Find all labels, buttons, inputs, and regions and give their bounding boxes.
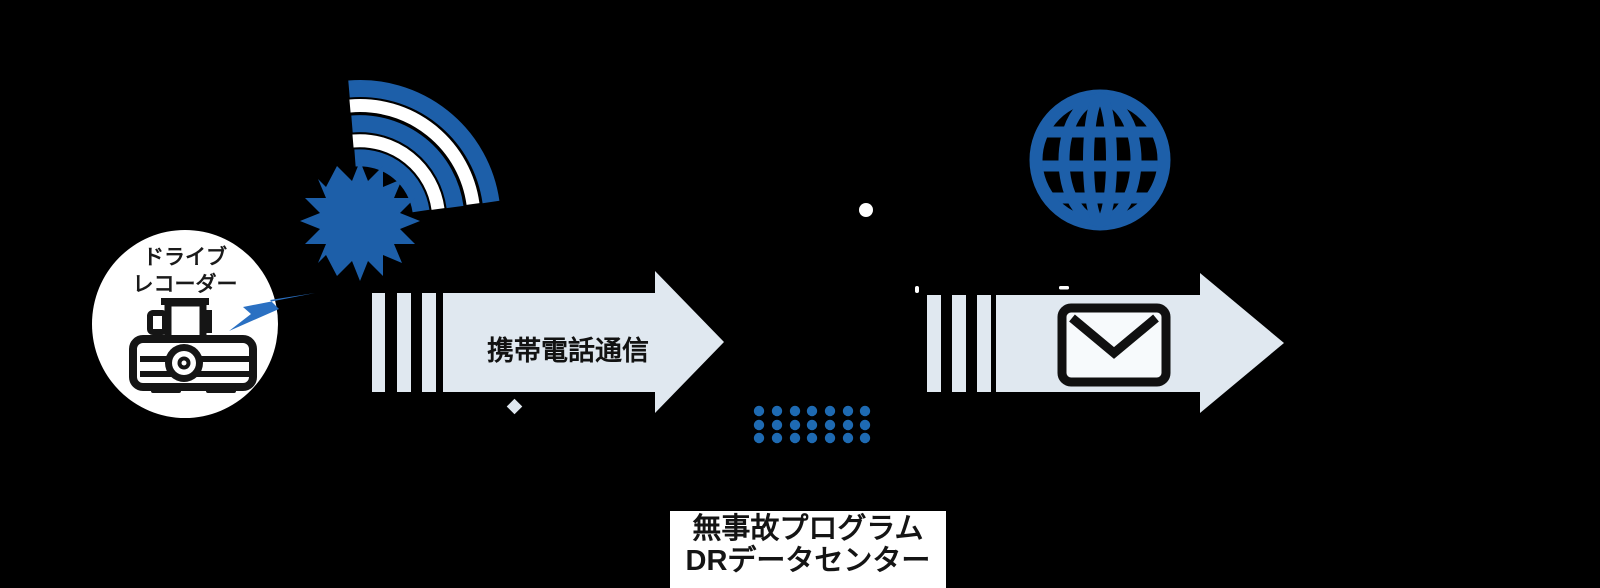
datacenter-caption-box: 無事故プログラム DRデータセンター [670,511,946,588]
globe-icon [1029,89,1171,231]
arrow-shadow-speck [506,398,523,415]
lightning-bolt-icon [229,293,315,331]
mobile-communication-label: 携帯電話通信 [487,336,649,366]
datacenter-caption-line1: 無事故プログラム [692,513,924,545]
signal-waves-icon [348,80,500,213]
dashcam-icon [129,298,257,393]
server-led-dots [753,405,871,444]
email-icon [1057,303,1171,387]
impact-burst-icon [300,161,420,281]
drive-recorder-label-line1: ドライブ [143,246,227,269]
drive-recorder-label-line2: レコーダー [132,273,238,296]
drive-recorder-label: ドライブ レコーダー [102,244,268,298]
arrow-mobile-communication [372,271,724,413]
server-highlight-dots [859,203,1069,293]
datacenter-caption-line2: DRデータセンター [685,545,931,577]
